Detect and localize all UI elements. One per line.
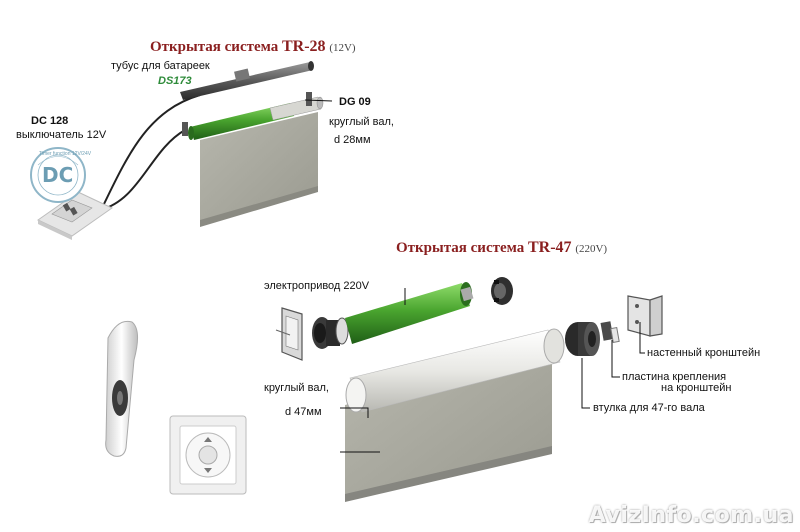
dc-logo-icon bbox=[30, 147, 86, 203]
switch-logo-text: DC bbox=[42, 163, 74, 187]
battery-model-label: DS173 bbox=[158, 75, 192, 87]
plate-label-line1: пластина крепления bbox=[622, 371, 727, 383]
left-bracket-icon bbox=[275, 307, 303, 361]
remote-control-icon bbox=[105, 320, 138, 457]
tr47-assembly bbox=[275, 277, 663, 502]
tr28-title: Открытая система TR-28 (12V) bbox=[150, 38, 356, 55]
switch-model-label: DC 128 bbox=[31, 115, 69, 127]
adaptor-wheel-icon bbox=[491, 277, 513, 305]
switch-ring-text: Timer function 12V/24V bbox=[39, 151, 92, 157]
motor-head-icon bbox=[312, 317, 349, 349]
battery-tube-icon bbox=[180, 61, 314, 100]
motor-label: электропривод 220V bbox=[264, 280, 370, 292]
shaft47-diam-label: d 47мм bbox=[285, 406, 322, 418]
right-bracket-icon bbox=[627, 295, 663, 337]
wall-switch-47-icon bbox=[169, 415, 247, 495]
shaft47-desc-label: круглый вал, bbox=[264, 382, 329, 394]
mounting-plate-icon bbox=[600, 321, 620, 343]
sleeve-icon bbox=[565, 322, 600, 356]
roller-47-icon bbox=[345, 328, 565, 413]
wall-bracket-label: настенный кронштейн bbox=[647, 347, 761, 359]
wall-switch-icon bbox=[37, 191, 113, 240]
shaft28-diam-label: d 28мм bbox=[334, 134, 371, 146]
motor-tube-icon bbox=[345, 282, 474, 344]
shaft28-desc-label: круглый вал, bbox=[329, 116, 394, 128]
battery-tube-label: тубус для батареек bbox=[111, 60, 210, 72]
tr28-assembly bbox=[30, 61, 333, 240]
plate-label-line2: на кронштейн bbox=[661, 382, 732, 394]
watermark: AvizInfo.com.ua bbox=[588, 503, 794, 528]
switch-desc-label: выключатель 12V bbox=[16, 129, 107, 141]
sleeve-label: втулка для 47-го вала bbox=[593, 402, 705, 414]
dg09-label: DG 09 bbox=[339, 96, 371, 108]
tr47-title: Открытая система TR-47 (220V) bbox=[396, 239, 608, 256]
